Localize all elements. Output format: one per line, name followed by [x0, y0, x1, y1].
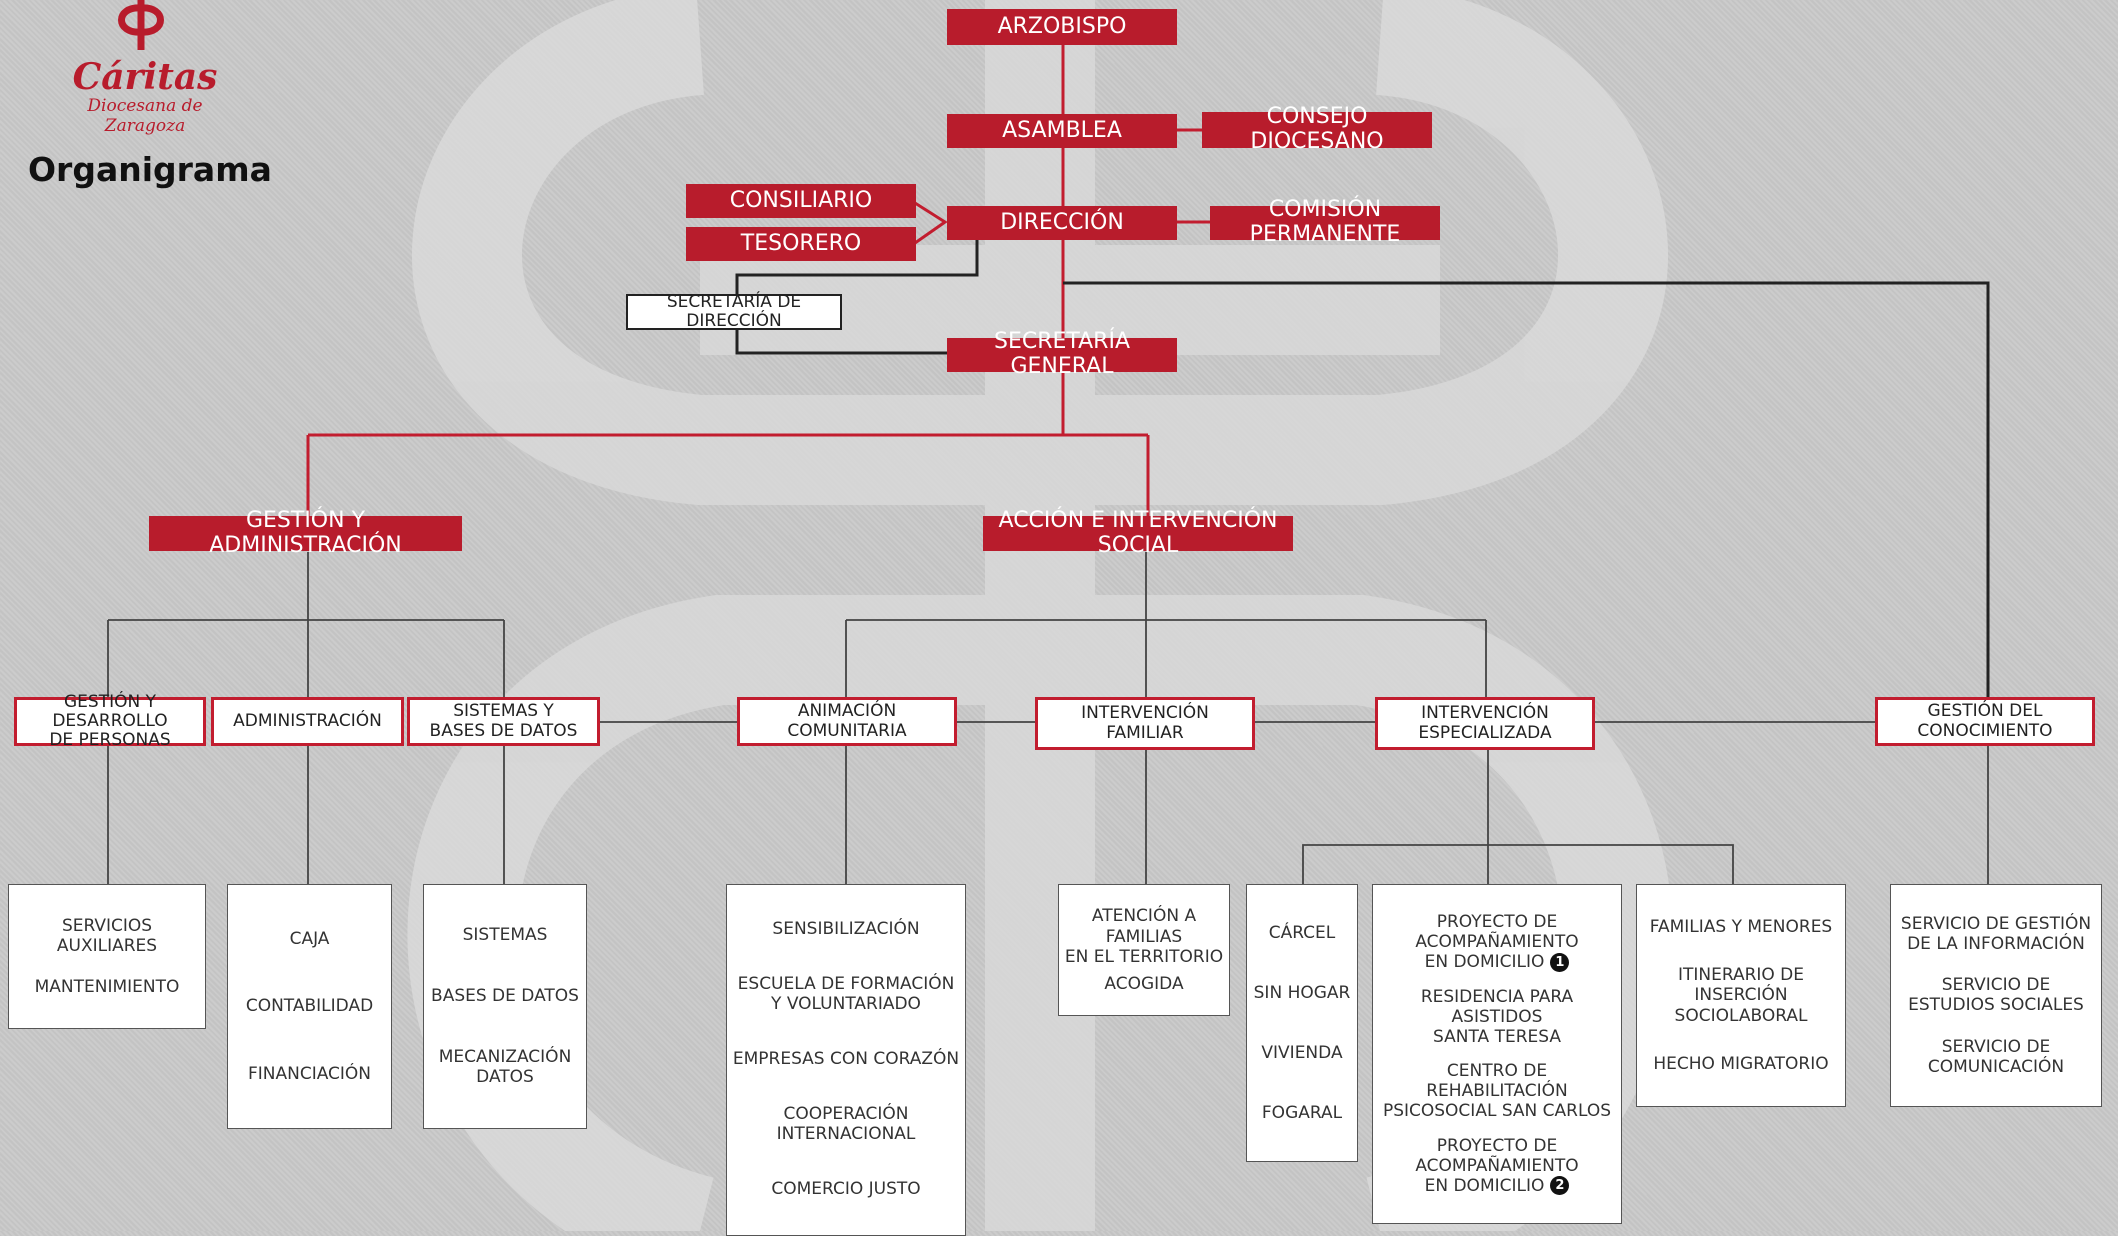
- leaf-group-carcel: CÁRCEL SIN HOGAR VIVIENDA FOGARAL: [1246, 884, 1358, 1162]
- node-comision-permanente: COMISIÓN PERMANENTE: [1210, 198, 1440, 247]
- leaf-group-familias: FAMILIAS Y MENORES ITINERARIO DE INSERCI…: [1636, 884, 1846, 1107]
- node-sistemas-bases-datos: SISTEMAS Y BASES DE DATOS: [407, 697, 600, 746]
- leaf-item: SENSIBILIZACIÓN: [772, 918, 920, 939]
- node-secretaria-general: SECRETARÍA GENERAL: [947, 330, 1177, 379]
- leaf-item: MANTENIMIENTO: [34, 977, 180, 998]
- leaf-item: CAJA: [289, 928, 330, 949]
- leaf-group-sistemas: SISTEMAS BASES DE DATOS MECANIZACIÓN DAT…: [423, 884, 587, 1129]
- number-marker-icon: 1: [1550, 952, 1570, 972]
- node-consejo-diocesano: CONSEJO DIOCESANO: [1202, 105, 1432, 154]
- leaf-item-text: PROYECTO DE ACOMPAÑAMIENTO EN DOMICILIO: [1415, 912, 1579, 973]
- logo-subtitle: Diocesana de: [87, 96, 203, 116]
- leaf-group-animacion: SENSIBILIZACIÓN ESCUELA DE FORMACIÓN Y V…: [726, 884, 966, 1236]
- leaf-group-administracion: CAJA CONTABILIDAD FINANCIACIÓN: [227, 884, 392, 1129]
- logo-subtitle: Zaragoza: [104, 116, 186, 136]
- leaf-item: FAMILIAS Y MENORES: [1649, 917, 1833, 938]
- leaf-item: SERVICIO DE GESTIÓN DE LA INFORMACIÓN: [1900, 913, 2092, 954]
- leaf-item: ESCUELA DE FORMACIÓN Y VOLUNTARIADO: [737, 973, 955, 1014]
- leaf-item-text: PROYECTO DE ACOMPAÑAMIENTO EN DOMICILIO: [1415, 1135, 1579, 1196]
- node-direccion: DIRECCIÓN: [947, 206, 1177, 240]
- page-title: Organigrama: [28, 150, 272, 189]
- leaf-item: EMPRESAS CON CORAZÓN: [732, 1048, 960, 1069]
- leaf-item: SERVICIO DE COMUNICACIÓN: [1927, 1037, 2065, 1078]
- node-secretaria-direccion: SECRETARÍA DE DIRECCIÓN: [626, 292, 842, 331]
- leaf-group-conocimiento: SERVICIO DE GESTIÓN DE LA INFORMACIÓN SE…: [1890, 884, 2102, 1107]
- leaf-item: MECANIZACIÓN DATOS: [438, 1047, 572, 1088]
- node-gestion-administracion: GESTIÓN Y ADMINISTRACIÓN: [149, 508, 462, 557]
- caritas-cross-icon: [118, 0, 164, 50]
- leaf-item: HECHO MIGRATORIO: [1653, 1053, 1829, 1074]
- leaf-item: COOPERACIÓN INTERNACIONAL: [776, 1104, 916, 1145]
- leaf-item: VIVIENDA: [1261, 1042, 1343, 1063]
- leaf-item: CENTRO DE REHABILITACIÓN PSICOSOCIAL SAN…: [1382, 1061, 1612, 1122]
- leaf-item: SERVICIO DE ESTUDIOS SOCIALES: [1908, 975, 2084, 1016]
- leaf-item: SERVICIOS AUXILIARES: [56, 915, 158, 956]
- node-intervencion-familiar: INTERVENCIÓN FAMILIAR: [1035, 697, 1255, 750]
- leaf-item: FOGARAL: [1261, 1102, 1343, 1123]
- leaf-group-familiar: ATENCIÓN A FAMILIAS EN EL TERRITORIO ACO…: [1058, 884, 1230, 1016]
- leaf-item: CÁRCEL: [1268, 922, 1336, 943]
- leaf-item: ITINERARIO DE INSERCIÓN SOCIOLABORAL: [1674, 965, 1808, 1026]
- leaf-item: SIN HOGAR: [1253, 982, 1351, 1003]
- node-administracion: ADMINISTRACIÓN: [211, 697, 404, 746]
- leaf-group-personas: SERVICIOS AUXILIARES MANTENIMIENTO: [8, 884, 206, 1029]
- logo-name: Cáritas: [72, 56, 218, 98]
- node-asamblea: ASAMBLEA: [947, 114, 1177, 148]
- node-tesorero: TESORERO: [686, 227, 916, 261]
- node-accion-intervencion-social: ACCIÓN E INTERVENCIÓN SOCIAL: [983, 508, 1293, 557]
- node-gestion-conocimiento: GESTIÓN DEL CONOCIMIENTO: [1875, 697, 2095, 746]
- leaf-item: BASES DE DATOS: [431, 986, 579, 1007]
- leaf-item: SISTEMAS: [462, 925, 548, 946]
- node-arzobispo: ARZOBISPO: [947, 9, 1177, 45]
- leaf-item: CONTABILIDAD: [245, 996, 374, 1017]
- number-marker-icon: 2: [1550, 1176, 1570, 1196]
- leaf-item: FINANCIACIÓN: [247, 1064, 372, 1085]
- caritas-logo: Cáritas Diocesana de Zaragoza: [30, 0, 290, 200]
- leaf-item: RESIDENCIA PARA ASISTIDOS SANTA TERESA: [1420, 986, 1574, 1047]
- leaf-item: ATENCIÓN A FAMILIAS EN EL TERRITORIO: [1064, 906, 1224, 967]
- node-consiliario: CONSILIARIO: [686, 184, 916, 218]
- leaf-item: COMERCIO JUSTO: [771, 1179, 921, 1200]
- node-gestion-desarrollo-personas: GESTIÓN Y DESARROLLO DE PERSONAS: [14, 692, 206, 750]
- leaf-item: ACOGIDA: [1104, 973, 1184, 994]
- node-animacion-comunitaria: ANIMACIÓN COMUNITARIA: [737, 697, 957, 746]
- node-intervencion-especializada: INTERVENCIÓN ESPECIALIZADA: [1375, 697, 1595, 750]
